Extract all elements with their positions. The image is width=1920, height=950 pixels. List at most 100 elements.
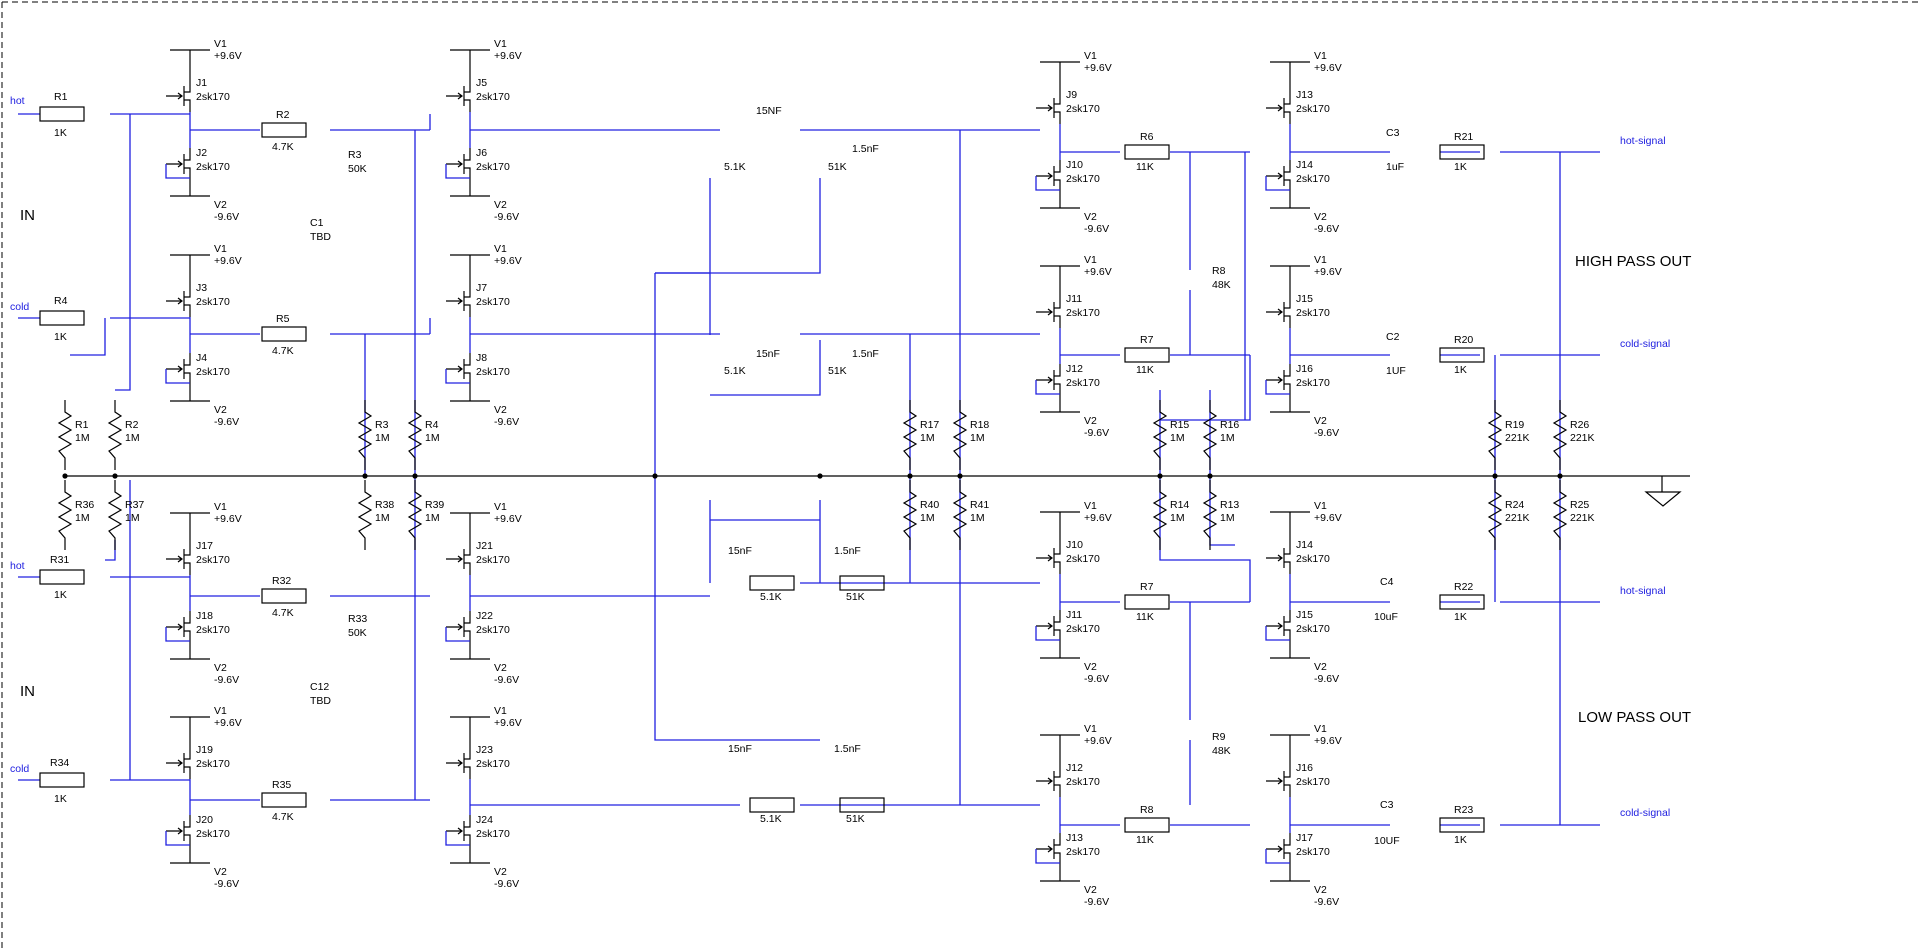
bias-resistor-name: R39 [425,499,444,511]
jfet-gate-wire [445,831,470,846]
jfet-part: 2sk170 [1066,103,1100,115]
jfet-name: J6 [476,147,487,159]
bias-resistor-value: 221K [1570,432,1595,444]
v2-value: -9.6V [1084,223,1109,235]
v2-supply-symbol [170,391,210,402]
jfet-part: 2sk170 [476,161,510,173]
bias-resistor-symbol [1152,400,1168,470]
jfet-part: 2sk170 [1066,776,1100,788]
bias-resistor-symbol [1487,400,1503,470]
jfet-symbol [166,815,191,853]
v2-label: V2 [1314,884,1327,896]
v1-label: V1 [1084,500,1097,512]
jfet-part: 2sk170 [1296,776,1330,788]
v2-supply-symbol [1040,198,1080,209]
v1-supply-symbol [1270,265,1310,292]
jfet-symbol [446,815,471,853]
jfet-part: 2sk170 [1066,553,1100,565]
v1-value: +9.6V [1084,735,1112,747]
bias-resistor-symbol [1202,400,1218,470]
v2-supply-symbol [1270,402,1310,413]
jfet-part: 2sk170 [196,366,230,378]
v2-label: V2 [214,404,227,416]
bias-resistor-symbol [357,400,373,470]
jfet-symbol [1036,538,1061,574]
jfet-name: J7 [476,282,487,294]
v1-value: +9.6V [1314,512,1342,524]
svg-text:R4: R4 [54,295,68,307]
jfet-gate-wire [1265,176,1290,191]
v2-value: -9.6V [1314,427,1339,439]
jfet-gate-wire [1265,849,1290,864]
v1-supply-symbol [1040,511,1080,538]
jfet-gate-wire [1265,380,1290,395]
jfet-group: V1+9.6VJ12sk170J22sk170V2-9.6VV1+9.6VJ32… [165,38,1342,908]
jfet-name: J4 [196,352,207,364]
jfet-part: 2sk170 [1066,307,1100,319]
jfet-part: 2sk170 [196,828,230,840]
v2-label: V2 [1314,661,1327,673]
jfet-gate-wire [165,164,190,179]
svg-text:R33: R33 [348,613,367,625]
v1-supply-symbol [450,254,490,281]
svg-text:11K: 11K [1136,161,1154,173]
v2-supply-symbol [170,186,210,197]
jfet-symbol [1036,160,1061,198]
svg-text:R7: R7 [1140,334,1154,346]
bias-resistor-group: R11MR21MR361MR371MR31MR41MR381MR391MR171… [57,400,1595,550]
port-cold-top: cold [10,301,29,313]
jfet-symbol [446,539,471,575]
svg-text:R21: R21 [1454,131,1473,143]
bias-resistor-symbol [1552,480,1568,550]
v2-supply-symbol [450,391,490,402]
jfet-name: J19 [196,744,213,756]
svg-text:R35: R35 [272,779,291,791]
bias-resistor-value: 1M [125,432,140,444]
jfet-part: 2sk170 [476,554,510,566]
jfet-symbol [446,281,471,317]
bias-resistor-symbol [57,400,73,470]
svg-text:15nF: 15nF [756,348,780,360]
jfet-name: J16 [1296,363,1313,375]
jfet-symbol [1266,761,1291,797]
jfet-symbol [1036,364,1061,402]
component-labels: R1 1K R4 1K R2 4.7K R5 4.7K R3 50K C1 TB… [50,91,1473,847]
v2-label: V2 [1314,211,1327,223]
svg-text:15nF: 15nF [728,743,752,755]
v1-value: +9.6V [1084,62,1112,74]
bias-resistor-name: R38 [375,499,394,511]
jfet-symbol [446,611,471,649]
bias-resistor-value: 221K [1505,512,1530,524]
bias-resistor-value: 1M [1170,432,1185,444]
jfet-symbol [1266,538,1291,574]
bias-resistor-name: R19 [1505,419,1524,431]
bias-resistor-name: R1 [75,419,89,431]
v2-value: -9.6V [1084,673,1109,685]
jfet-gate-wire [1035,380,1060,395]
v1-label: V1 [1314,254,1327,266]
svg-text:1.5nF: 1.5nF [852,348,879,360]
v1-label: V1 [1314,50,1327,62]
bias-resistor-value: 1M [920,432,935,444]
jfet-name: J15 [1296,609,1313,621]
jfet-name: J20 [196,814,213,826]
bias-resistor-symbol [1152,480,1168,550]
v1-supply-symbol [1040,265,1080,292]
svg-text:10uF: 10uF [1374,611,1398,623]
junction-dots [62,473,1563,479]
svg-text:1.5nF: 1.5nF [852,143,879,155]
bias-resistor-value: 1M [375,432,390,444]
jfet-part: 2sk170 [1066,377,1100,389]
v2-value: -9.6V [1314,223,1339,235]
jfet-gate-wire [445,369,470,384]
svg-text:C3: C3 [1386,127,1400,139]
v1-supply-symbol [1270,511,1310,538]
svg-text:4.7K: 4.7K [272,141,294,153]
svg-text:1K: 1K [54,127,67,139]
v2-supply-symbol [1040,648,1080,659]
jfet-name: J22 [476,610,493,622]
bias-resistor-value: 1M [920,512,935,524]
jfet-part: 2sk170 [476,296,510,308]
svg-text:5.1K: 5.1K [760,591,782,603]
bias-resistor-value: 1M [75,432,90,444]
